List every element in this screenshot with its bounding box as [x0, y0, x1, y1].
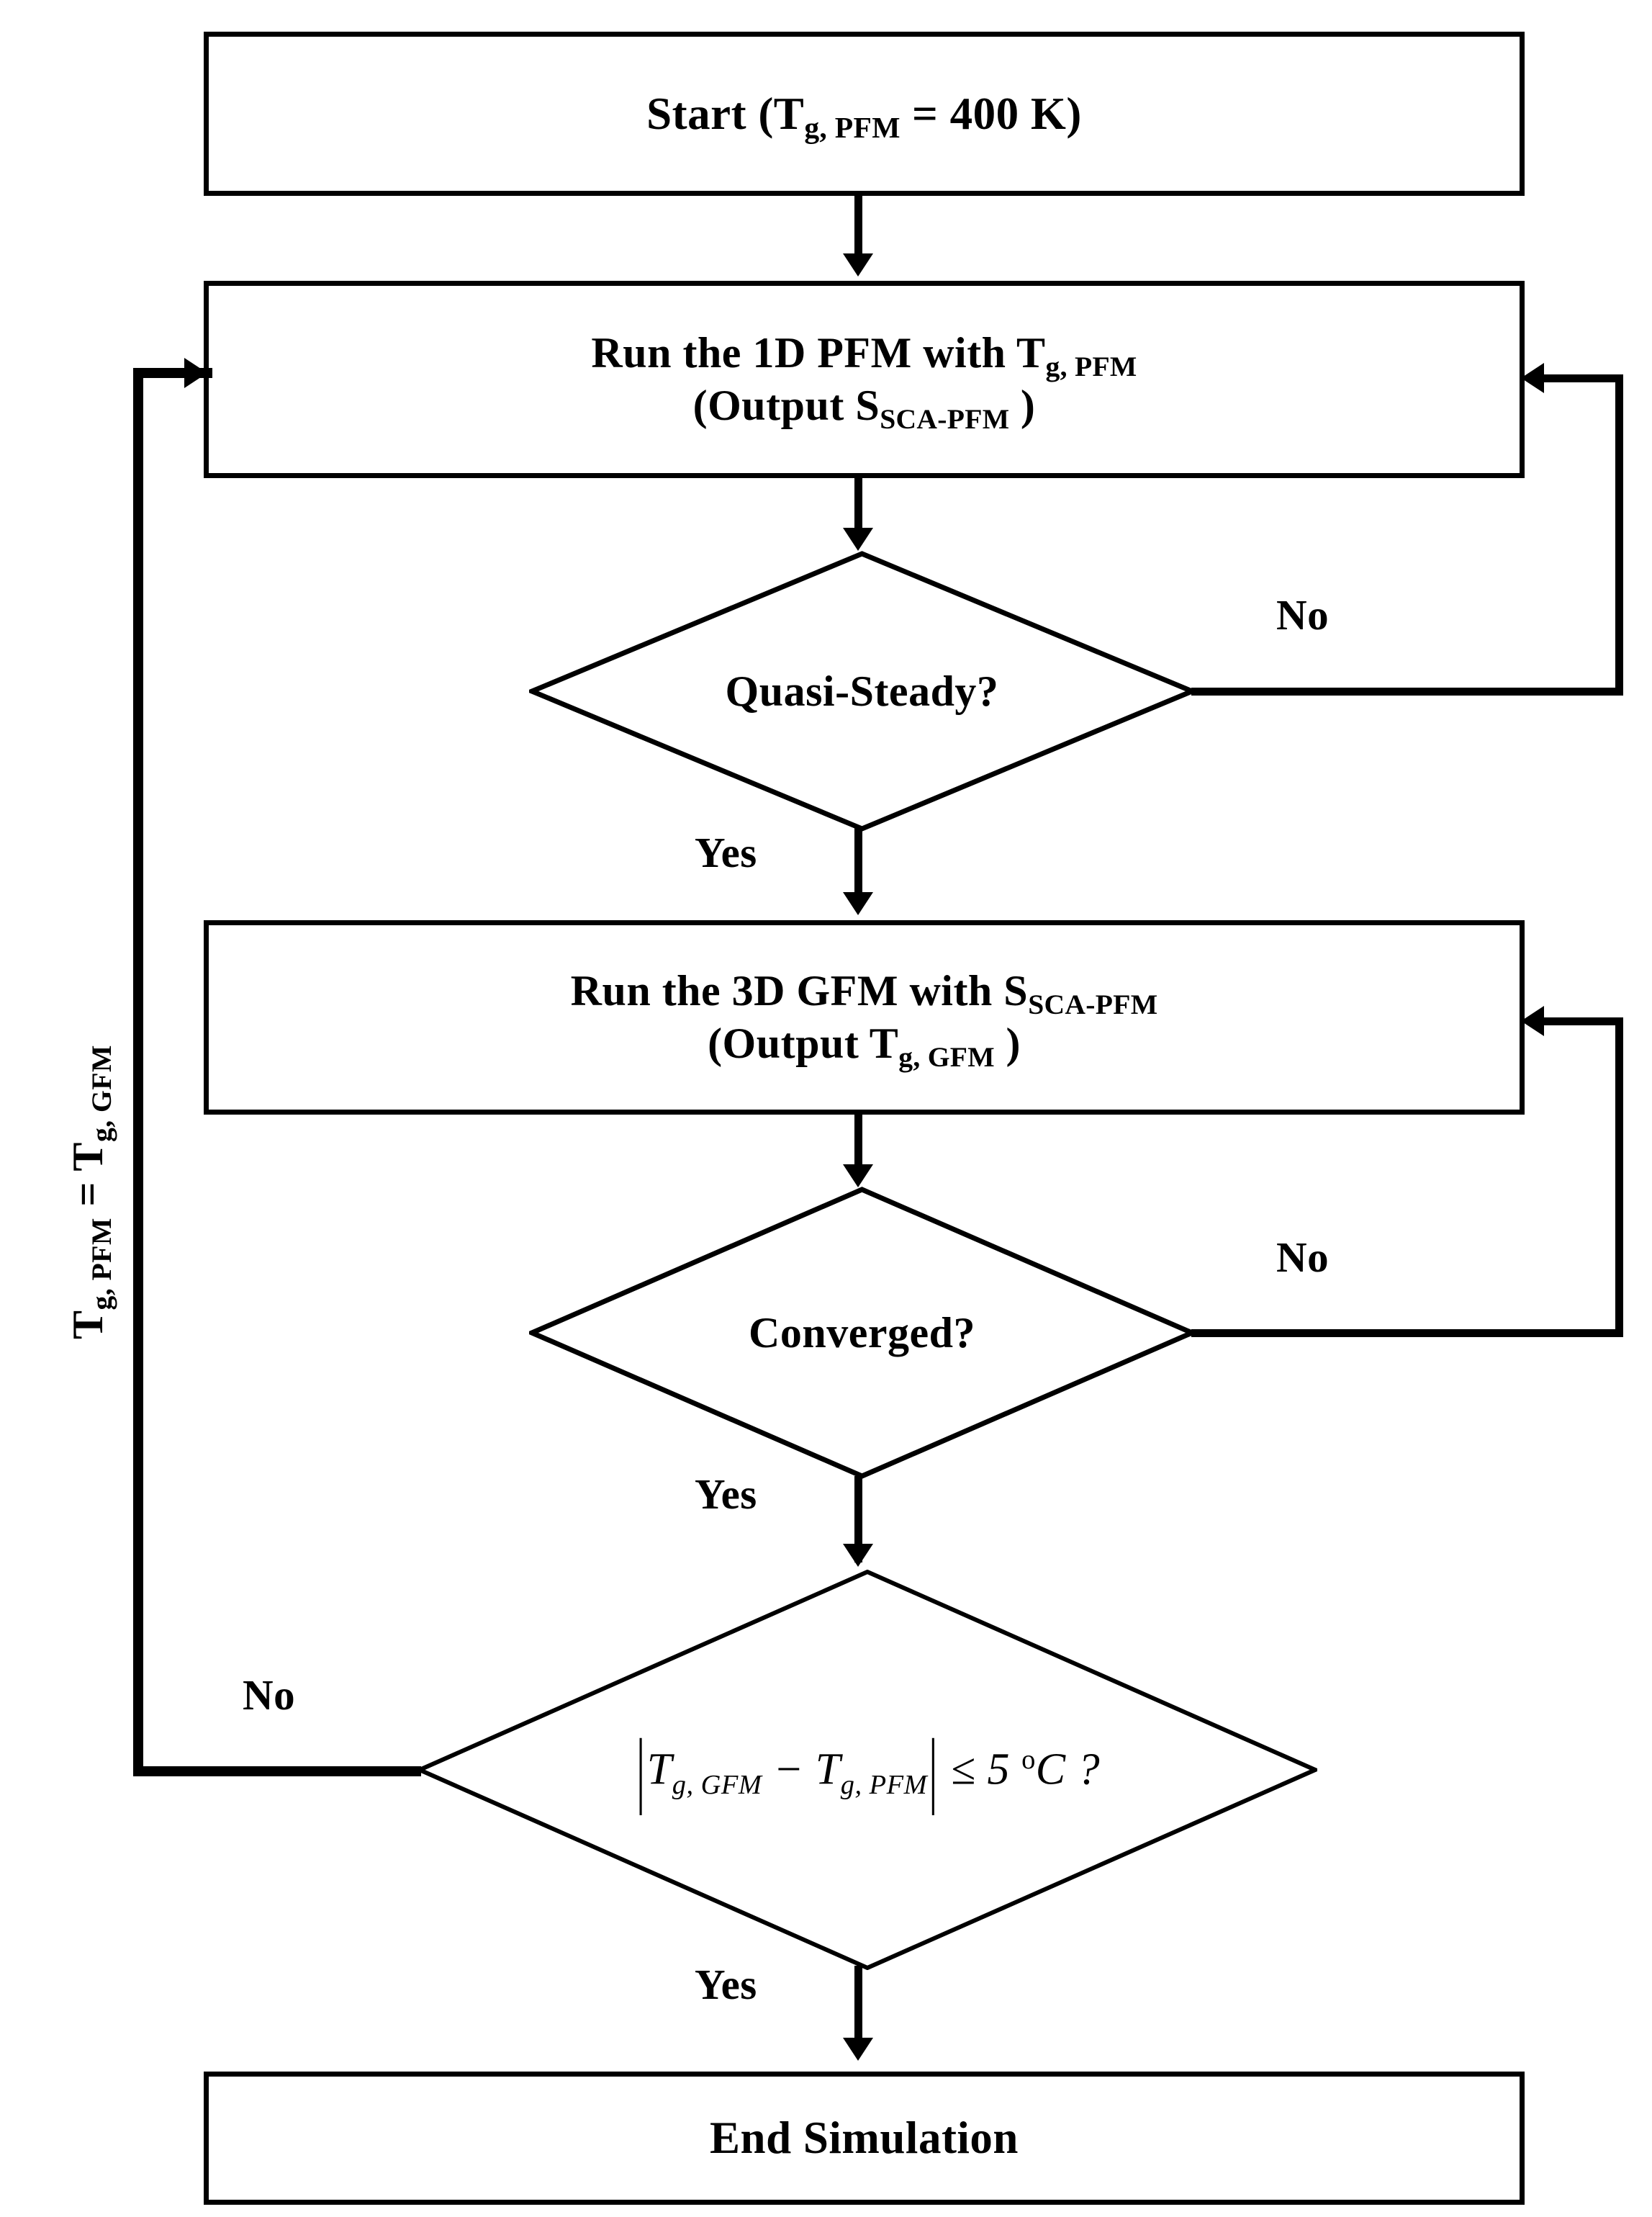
loop-assignment-label: Tg, PFM = Tg, GFM: [64, 1045, 117, 1339]
node-converged[interactable]: Converged?: [529, 1187, 1195, 1479]
edge-label-tolerance-no: No: [243, 1671, 296, 1719]
edge-tolerance-no-vertical: [133, 368, 143, 1776]
edge-rungfm-to-converged: [854, 1115, 862, 1166]
edge-start-to-runpfm: [854, 196, 862, 258]
node-run-gfm-line2: (Output Tg, GFM ): [708, 1020, 1021, 1073]
edge-tolerance-yes-arrowhead: [843, 2038, 873, 2061]
node-run-pfm[interactable]: Run the 1D PFM with Tg, PFM (Output SSCA…: [204, 281, 1525, 478]
node-run-pfm-line2: (Output SSCA-PFM ): [692, 382, 1036, 435]
edge-label-converged-yes: Yes: [695, 1470, 757, 1518]
edge-label-quasi-no: No: [1276, 591, 1330, 639]
edge-converged-no-return: [1543, 1017, 1619, 1025]
edge-quasi-no-return: [1543, 374, 1619, 382]
edge-runpfm-to-quasi: [854, 478, 862, 530]
diamond-shape: [417, 1570, 1317, 1970]
edge-rungfm-to-converged-arrowhead: [843, 1164, 873, 1187]
edge-tolerance-no-arrowhead: [184, 358, 207, 388]
node-converged-label: Converged?: [749, 1308, 975, 1357]
abs-bar-close: |: [929, 1722, 939, 1816]
node-quasi-steady[interactable]: Quasi-Steady?: [529, 551, 1195, 832]
node-end-simulation-label: End Simulation: [710, 2113, 1019, 2164]
node-end-simulation[interactable]: End Simulation: [204, 2072, 1525, 2205]
abs-bar-open: |: [636, 1722, 646, 1816]
node-start[interactable]: Start (Tg, PFM = 400 K): [204, 32, 1525, 196]
edge-converged-no-vertical: [1615, 1017, 1623, 1334]
edge-quasi-no-horizontal: [1191, 688, 1623, 696]
node-tolerance-check[interactable]: |Tg, GFM − Tg, PFM| ≤ 5 oC ?: [417, 1570, 1317, 1970]
edge-converged-yes-vertical: [854, 1476, 862, 1562]
edge-quasi-no-vertical: [1615, 374, 1623, 691]
edge-tolerance-yes-vertical: [854, 1966, 862, 2049]
edge-runpfm-to-quasi-arrowhead: [843, 528, 873, 551]
edge-label-converged-no: No: [1276, 1233, 1330, 1281]
node-start-label: Start (Tg, PFM = 400 K): [646, 88, 1082, 145]
node-run-gfm[interactable]: Run the 3D GFM with SSCA-PFM (Output Tg,…: [204, 920, 1525, 1115]
node-tolerance-check-label: |Tg, GFM − Tg, PFM| ≤ 5 oC ?: [635, 1723, 1100, 1816]
node-quasi-steady-label: Quasi-Steady?: [725, 667, 999, 715]
edge-start-to-runpfm-arrowhead: [843, 253, 873, 276]
node-run-pfm-line1: Run the 1D PFM with Tg, PFM: [591, 328, 1137, 382]
edge-tolerance-no-horizontal: [133, 1766, 421, 1776]
edge-converged-yes-arrowhead: [843, 1544, 873, 1567]
edge-converged-no-arrowhead: [1521, 1006, 1544, 1036]
edge-quasi-yes-vertical: [854, 828, 862, 900]
node-run-gfm-line1: Run the 3D GFM with SSCA-PFM: [570, 966, 1158, 1020]
edge-converged-no-horizontal: [1191, 1329, 1623, 1337]
edge-label-quasi-yes: Yes: [695, 829, 757, 876]
edge-quasi-no-arrowhead: [1521, 363, 1544, 393]
edge-quasi-yes-arrowhead: [843, 892, 873, 915]
edge-label-tolerance-yes: Yes: [695, 1961, 757, 2008]
